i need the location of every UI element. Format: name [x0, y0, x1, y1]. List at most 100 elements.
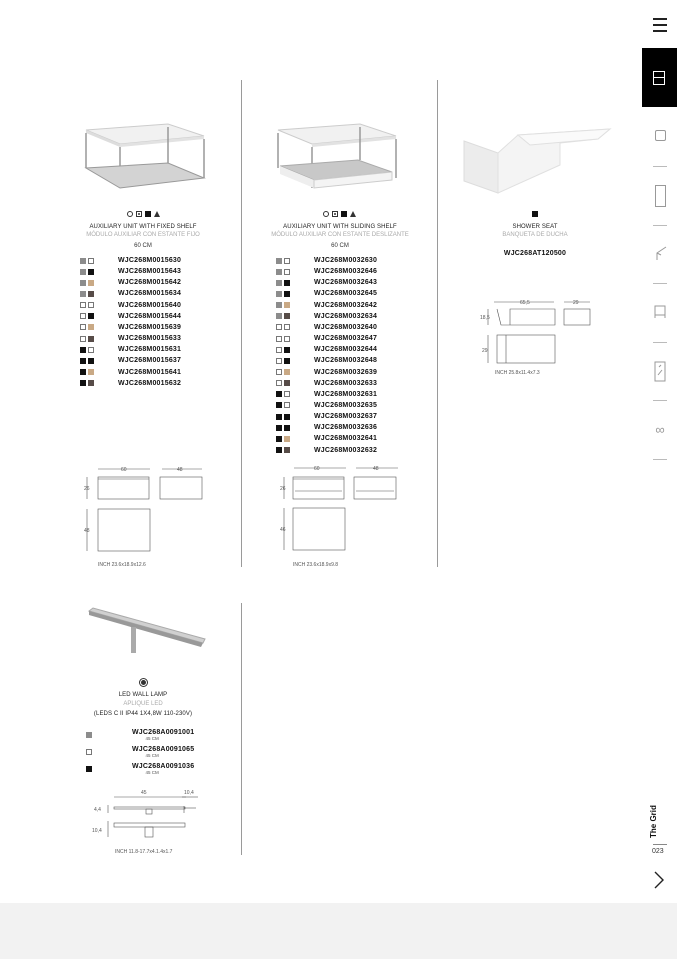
product-code: WJC268M0032635 — [314, 401, 378, 409]
code-row: WJC268M0015633 — [80, 333, 181, 344]
product-code: WJC268M0015641 — [118, 368, 182, 376]
sliding-shelf-unit-image — [277, 123, 397, 189]
product-code: WJC268M0032633 — [314, 379, 378, 387]
product-code: WJC268M0032645 — [314, 290, 378, 298]
nav-item-cabinet[interactable] — [653, 305, 667, 321]
product-code: WJC268M0032636 — [314, 424, 378, 432]
inch-dimensions: INCH 25.8x11.4x7.3 — [495, 370, 540, 376]
black-swatch — [284, 424, 290, 431]
nav-item-washbasin[interactable] — [653, 130, 667, 146]
finish-icons — [100, 211, 186, 217]
menu-icon[interactable] — [653, 17, 667, 33]
product-subtitle: APLIQUE LED — [123, 701, 163, 707]
product-code: WJC268M0032640 — [314, 323, 378, 331]
code-row: WJC268M0032637 — [276, 411, 377, 422]
inch-dimensions: INCH 11.8-17.7x4.1.4x1.7 — [115, 849, 173, 855]
code-row: WJC268M0015644 — [80, 311, 181, 322]
white-swatch — [88, 346, 94, 353]
code-row: WJC268M0032634 — [276, 311, 377, 322]
finish-icons — [296, 211, 382, 217]
grey-swatch — [276, 279, 282, 286]
product-code: WJC268M0032644 — [314, 346, 378, 354]
height-label: 26 — [84, 486, 90, 492]
product-code: WJC268M0015633 — [118, 335, 182, 343]
grey-swatch — [276, 257, 282, 264]
nav-item-shower-screen[interactable] — [653, 185, 667, 207]
code-row: WJC268M0032642 — [276, 300, 377, 311]
shower-screen-icon — [654, 185, 666, 207]
product-code: WJC268M0032646 — [314, 268, 378, 276]
plan-depth-label: 29 — [482, 348, 488, 354]
tan-swatch — [88, 279, 94, 286]
product-code: WJC268M0032632 — [314, 446, 378, 454]
white-swatch — [80, 313, 86, 320]
tan-swatch — [284, 435, 290, 442]
next-page-chevron-icon[interactable] — [653, 871, 665, 889]
code-row: WJC268M0032639 — [276, 367, 377, 378]
white-swatch — [276, 357, 282, 364]
black-swatch — [284, 279, 290, 286]
black-swatch — [88, 268, 94, 275]
shower-seat-dimension-drawing: 65,5 29 18,5 29 — [480, 300, 591, 364]
nav-item-mirror[interactable] — [653, 361, 667, 383]
led-wall-lamp-image — [87, 607, 206, 653]
white-swatch — [276, 346, 282, 353]
code-row: WJC268M0032641 — [276, 433, 377, 444]
black-swatch — [284, 346, 290, 353]
product-code: WJC268M0032642 — [314, 301, 378, 309]
product-title: LED WALL LAMP — [118, 692, 168, 698]
dark-swatch — [284, 447, 290, 454]
nav-item-furniture[interactable] — [642, 48, 677, 107]
black-swatch — [276, 402, 282, 409]
dark-swatch — [284, 313, 290, 320]
plan-depth-label: 48 — [84, 528, 90, 534]
product-subtitle: BANQUETA DE DUCHA — [502, 232, 568, 238]
tan-swatch — [88, 324, 94, 331]
sidebar-nav: ∞ The Grid 023 — [642, 0, 677, 903]
section-label: The Grid — [649, 805, 658, 838]
code-size: 45 CM — [145, 770, 159, 775]
product-code: WJC268A0091065 — [132, 746, 195, 753]
white-swatch — [88, 257, 94, 264]
tan-swatch — [88, 369, 94, 375]
product-code: WJC268M0015630 — [118, 257, 182, 264]
triangle-warning-icon — [349, 211, 356, 217]
code-row: WJC268M0032636 — [276, 422, 377, 433]
nav-item-faucet[interactable] — [653, 245, 667, 261]
seat-finish-icon — [532, 211, 538, 217]
code-row: WJC268M0015640 — [80, 300, 181, 311]
inch-dimensions: INCH 23.6x18.9x9.8 — [293, 562, 339, 568]
black-swatch — [284, 357, 290, 364]
white-swatch — [284, 391, 290, 398]
white-swatch — [284, 402, 290, 409]
triangle-warning-icon — [153, 211, 160, 217]
product-code: WJC268M0032647 — [314, 335, 378, 343]
white-swatch — [276, 380, 282, 387]
product-size: 60 CM — [134, 243, 152, 249]
black-swatch — [80, 369, 86, 375]
code-row: WJC268M0032645 — [276, 288, 377, 299]
code-size: 45 CM — [145, 736, 159, 741]
code-row: WJC268M0032631 — [276, 389, 377, 400]
depth-label: 29 — [573, 300, 579, 306]
product-code: WJC268M0032641 — [314, 435, 378, 443]
code-row: WJC268M0032647 — [276, 333, 377, 344]
square-dot-finish-icon — [135, 211, 142, 217]
product-spec: (LEDS C II IP44 1X4,8W 110-230V) — [93, 711, 193, 717]
black-swatch — [276, 435, 282, 442]
black-swatch — [284, 290, 290, 297]
product-code: WJC268M0015632 — [118, 379, 182, 387]
width-label: 45 — [141, 790, 147, 796]
accessories-icon[interactable]: ∞ — [655, 422, 665, 437]
width-label: 60 — [314, 466, 320, 472]
square-dot-finish-icon — [331, 211, 338, 217]
black-swatch — [276, 447, 282, 454]
code-row: WJC268M0015630 — [80, 255, 181, 266]
circle-finish-icon — [126, 211, 133, 217]
white-swatch — [284, 324, 290, 331]
product-code: WJC268AT120500 — [503, 250, 567, 257]
white-swatch — [276, 369, 282, 375]
code-row: WJC268M0032648 — [276, 355, 377, 366]
lamp-dimension-drawing: 45 10,4 4,4 10,4 — [92, 790, 198, 838]
